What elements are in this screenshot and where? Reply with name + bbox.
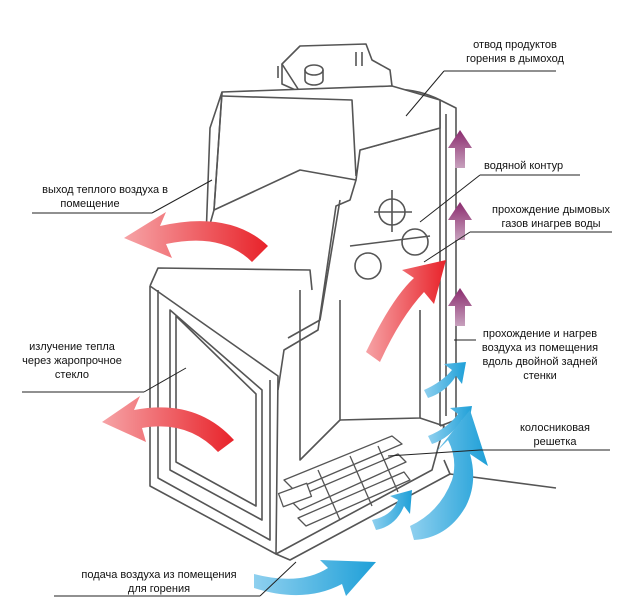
label-line: излучение тепла [29,341,115,353]
label-line: отвод продуктов [473,39,557,51]
label-line: для горения [127,583,191,595]
label-air-rear-wall: прохождение и нагрев воздуха из помещени… [470,327,610,383]
label-glass-radiation: излучение тепла через жаропрочное стекло [12,340,132,382]
label-line: решетка [533,436,577,448]
label-line: выход теплого воздуха в [42,184,168,196]
label-line: воздуха из помещения [481,342,599,354]
cold-air-arrow [372,490,412,530]
label-line: стекло [54,369,90,381]
label-grate: колосниковая решетка [500,421,610,449]
label-line: вдоль двойной задней [482,356,598,368]
airflow-arrows [102,130,488,596]
label-warm-air-outlet: выход теплого воздуха в помещение [12,183,168,211]
label-water-circuit: водяной контур [484,159,563,173]
label-air-supply: подача воздуха из помещения для горения [56,568,262,596]
callout-lines [22,70,612,597]
label-flue-outlet: отвод продуктов горения в дымоход [440,38,590,66]
hot-air-arrow [124,212,268,262]
label-line: прохождение и нагрев [482,328,598,340]
label-line: стенки [523,370,557,382]
label-line: газов инагрев воды [501,218,601,230]
hot-air-arrow [102,396,234,452]
flue-gas-arrow [448,288,472,326]
label-line: через жаропрочное [22,355,122,367]
cold-air-arrow [428,406,472,444]
flue-gas-arrow [448,130,472,168]
label-line: прохождение дымовых [492,204,610,216]
label-flue-gas-passage: прохождение дымовых газов инагрев воды [476,203,626,231]
hot-air-arrow [366,260,446,362]
cold-air-arrow [254,560,376,596]
cold-air-arrow [410,410,488,540]
cold-air-arrow [424,362,466,398]
label-line: колосниковая [519,422,591,434]
flue-gas-arrow [448,202,472,240]
label-line: подача воздуха из помещения [81,569,237,581]
label-line: помещение [60,198,120,210]
fireplace-body [149,43,557,561]
label-line: водяной контур [484,160,564,172]
label-line: горения в дымоход [466,53,564,65]
